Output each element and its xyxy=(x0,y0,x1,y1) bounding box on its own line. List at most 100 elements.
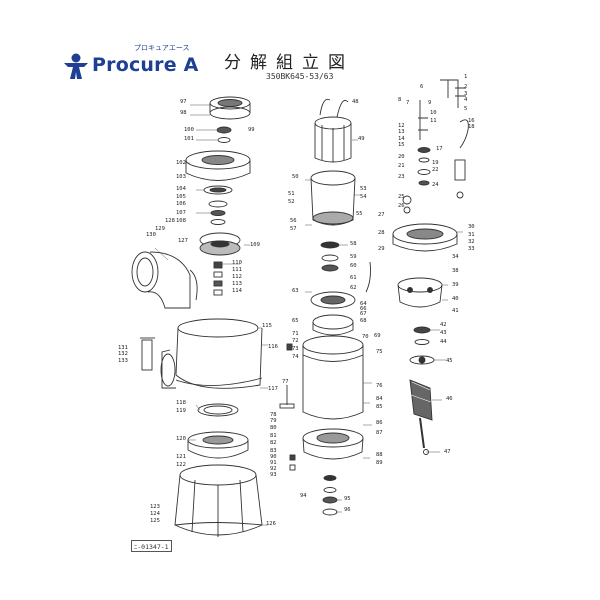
callout-49: 49 xyxy=(358,136,365,142)
callout-31: 31 xyxy=(468,232,475,238)
callout-42: 42 xyxy=(440,322,447,328)
callout-40: 40 xyxy=(452,296,459,302)
callout-126: 126 xyxy=(266,521,276,527)
callout-94: 94 xyxy=(300,493,307,499)
callout-28: 28 xyxy=(378,230,385,236)
part-strainer-stand xyxy=(174,464,263,537)
callout-114: 114 xyxy=(232,288,243,294)
callout-52: 52 xyxy=(288,199,295,205)
callout-89: 89 xyxy=(376,460,383,466)
callout-20: 20 xyxy=(398,154,405,160)
callout-54: 54 xyxy=(360,194,367,200)
callout-59: 59 xyxy=(350,254,357,260)
callout-16: 16 xyxy=(468,118,475,124)
callout-86: 86 xyxy=(376,420,383,426)
callout-39: 39 xyxy=(452,282,459,288)
callout-97: 97 xyxy=(180,99,187,105)
callout-58: 58 xyxy=(350,241,357,247)
callout-9: 9 xyxy=(428,100,431,106)
part-rotor-shaft xyxy=(409,379,433,455)
callout-43: 43 xyxy=(440,330,447,336)
part-support-pipe xyxy=(140,337,155,371)
callout-77: 77 xyxy=(282,379,289,385)
callout-10: 10 xyxy=(430,110,437,116)
callout-7: 7 xyxy=(406,100,409,106)
part-volute-casing xyxy=(160,318,263,389)
part-liner-ring xyxy=(197,403,239,417)
callout-115: 115 xyxy=(262,323,272,329)
callout-106: 106 xyxy=(176,201,186,207)
callout-133: 133 xyxy=(118,358,128,364)
part-lower-fasteners xyxy=(289,454,338,516)
brand-name: Procure A xyxy=(92,54,199,76)
callout-110: 110 xyxy=(232,260,242,266)
callout-26: 26 xyxy=(398,203,405,209)
callout-3: 3 xyxy=(464,91,467,97)
callout-44: 44 xyxy=(440,339,447,345)
callout-74: 74 xyxy=(292,354,299,360)
callout-103: 103 xyxy=(176,174,186,180)
part-bracket xyxy=(310,291,356,336)
callout-67: 67 xyxy=(360,311,367,317)
callout-34: 34 xyxy=(452,254,459,260)
callout-107: 107 xyxy=(176,210,186,216)
callout-11: 11 xyxy=(430,118,437,124)
part-stator xyxy=(314,98,352,163)
callout-102: 102 xyxy=(176,160,186,166)
part-shaft-key xyxy=(279,385,295,409)
callout-19: 19 xyxy=(432,160,439,166)
callout-123: 123 xyxy=(150,504,160,510)
part-lower-seal xyxy=(302,428,364,460)
callout-132: 132 xyxy=(118,351,128,357)
callout-105: 105 xyxy=(176,194,186,200)
callout-82: 82 xyxy=(270,440,277,446)
callout-131: 131 xyxy=(118,345,128,351)
callout-70: 70 xyxy=(362,334,369,340)
callout-30: 30 xyxy=(468,224,475,230)
callout-92: 92 xyxy=(270,466,277,472)
part-motor-casing xyxy=(286,335,364,420)
callout-73: 73 xyxy=(292,346,299,352)
callout-90: 90 xyxy=(270,454,277,460)
callout-129: 129 xyxy=(155,226,165,232)
callout-71: 71 xyxy=(292,331,299,337)
callout-75: 75 xyxy=(376,349,383,355)
callout-48: 48 xyxy=(352,99,359,105)
callout-64: 64 xyxy=(360,301,367,307)
callout-98: 98 xyxy=(180,110,187,116)
callout-118: 118 xyxy=(176,400,186,406)
callout-128: 128 xyxy=(165,218,175,224)
callout-25: 25 xyxy=(398,194,405,200)
callout-57: 57 xyxy=(290,226,297,232)
callout-23: 23 xyxy=(398,174,405,180)
part-small-fasteners xyxy=(213,261,223,296)
callout-24: 24 xyxy=(432,182,439,188)
callout-50: 50 xyxy=(292,174,299,180)
callout-120: 120 xyxy=(176,436,186,442)
callout-84: 84 xyxy=(376,396,383,402)
callout-27: 27 xyxy=(378,212,385,218)
callout-99: 99 xyxy=(248,127,255,133)
callout-65: 65 xyxy=(292,318,299,324)
callout-61: 61 xyxy=(350,275,357,281)
callout-17: 17 xyxy=(436,146,443,152)
callout-116: 116 xyxy=(268,344,278,350)
callout-91: 91 xyxy=(270,460,277,466)
callout-66: 66 xyxy=(360,306,367,312)
callout-4: 4 xyxy=(464,97,468,103)
part-bearing-housing xyxy=(185,150,251,181)
callout-leaders xyxy=(154,104,463,526)
callout-109: 109 xyxy=(250,242,260,248)
callout-87: 87 xyxy=(376,430,383,436)
callout-112: 112 xyxy=(232,274,242,280)
callout-121: 121 xyxy=(176,454,186,460)
callout-119: 119 xyxy=(176,408,186,414)
part-discharge-elbow xyxy=(131,251,198,309)
callout-69: 69 xyxy=(374,333,381,339)
part-oil-chamber xyxy=(397,277,443,308)
callout-6: 6 xyxy=(420,84,423,90)
callout-80: 80 xyxy=(270,425,277,431)
part-top-flange xyxy=(392,195,458,252)
callout-88: 88 xyxy=(376,452,383,458)
